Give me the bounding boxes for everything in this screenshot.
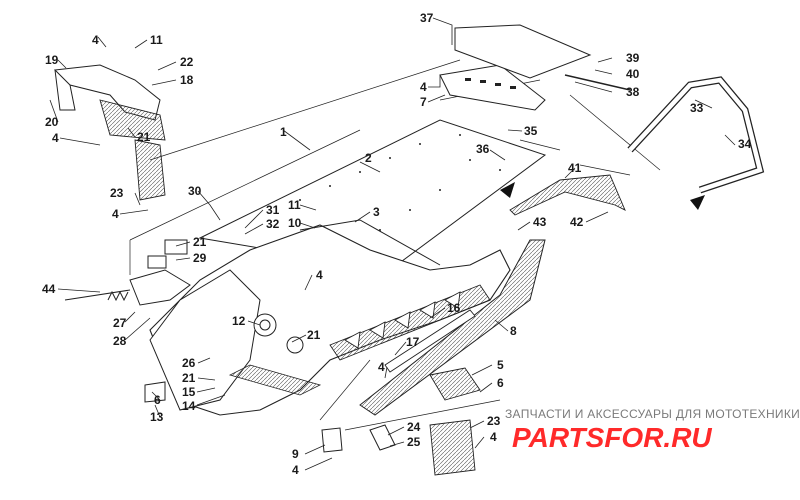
callout-21: 21 — [307, 328, 321, 342]
callout-4: 4 — [52, 131, 59, 145]
callout-16: 16 — [447, 301, 461, 315]
callout-29: 29 — [193, 251, 207, 265]
rear-bumper — [627, 76, 765, 194]
callout-6: 6 — [497, 376, 504, 390]
callout-21: 21 — [193, 235, 207, 249]
callout-4: 4 — [292, 463, 299, 477]
wedge-block — [369, 424, 396, 451]
watermark-brand: PARTSFOR.RU — [512, 422, 712, 453]
callout-4: 4 — [316, 268, 323, 282]
callout-2: 2 — [365, 151, 372, 165]
callout-33: 33 — [690, 101, 704, 115]
callout-43: 43 — [533, 215, 547, 229]
callout-11: 11 — [150, 33, 163, 47]
latch-block — [147, 239, 188, 269]
callout-12: 12 — [232, 314, 246, 328]
callout-26: 26 — [182, 356, 196, 370]
callout-4: 4 — [112, 207, 119, 221]
mount-plate-lower — [429, 419, 476, 476]
callout-32: 32 — [266, 217, 280, 231]
callout-31: 31 — [266, 203, 280, 217]
callout-leaders — [49, 17, 736, 471]
callout-30: 30 — [188, 184, 202, 198]
callout-3: 3 — [373, 205, 380, 219]
rear-flap-panel — [454, 24, 592, 79]
rear-cover-plate — [439, 64, 546, 111]
small-bracket — [144, 381, 166, 403]
callout-25: 25 — [407, 435, 421, 449]
callout-27: 27 — [113, 316, 127, 330]
callout-23: 23 — [487, 414, 501, 428]
callout-6: 6 — [154, 393, 161, 407]
callout-13: 13 — [150, 410, 164, 424]
callout-4: 4 — [92, 33, 99, 47]
callout-10: 10 — [288, 216, 302, 230]
callout-42: 42 — [570, 215, 584, 229]
front-bracket-assembly — [53, 64, 166, 141]
watermark: ЗАПЧАСТИ И АКСЕССУАРЫ ДЛЯ МОТОТЕХНИКИ PA… — [505, 407, 800, 453]
callout-44: 44 — [42, 282, 56, 296]
lower-rail-strip — [384, 309, 476, 373]
steering-post — [129, 269, 191, 306]
callout-41: 41 — [568, 161, 582, 175]
callout-37: 37 — [420, 11, 434, 25]
callout-35: 35 — [524, 124, 538, 138]
rear-bracket — [429, 367, 481, 401]
callout-4: 4 — [378, 360, 385, 374]
callout-38: 38 — [626, 85, 640, 99]
callout-36: 36 — [476, 142, 490, 156]
mount-plate-left — [134, 139, 166, 201]
callout-labels: 37 39 40 38 4 7 33 35 36 34 4 11 19 22 1… — [42, 11, 752, 477]
callout-11: 11 — [288, 198, 301, 212]
callout-17: 17 — [406, 335, 420, 349]
rear-curved-strip — [509, 174, 626, 216]
callout-15: 15 — [182, 385, 196, 399]
callout-1: 1 — [280, 125, 287, 139]
callout-18: 18 — [180, 73, 194, 87]
callout-5: 5 — [497, 358, 504, 372]
callout-40: 40 — [626, 67, 640, 81]
callout-28: 28 — [113, 334, 127, 348]
callout-23: 23 — [110, 186, 124, 200]
callout-22: 22 — [180, 55, 194, 69]
rear-rod — [564, 74, 631, 91]
callout-24: 24 — [407, 420, 421, 434]
arrow-marker-mid — [500, 182, 515, 198]
bottom-plate — [321, 427, 343, 453]
callout-9: 9 — [292, 447, 299, 461]
callout-4: 4 — [490, 430, 497, 444]
callout-7: 7 — [420, 95, 427, 109]
tunnel-top-panel — [198, 119, 547, 271]
callout-34: 34 — [738, 137, 752, 151]
callout-21: 21 — [182, 371, 196, 385]
callout-20: 20 — [45, 115, 59, 129]
callout-19: 19 — [45, 53, 59, 67]
chassis-frame — [149, 219, 511, 416]
callout-21: 21 — [137, 130, 151, 144]
callout-4: 4 — [420, 80, 427, 94]
watermark-caption: ЗАПЧАСТИ И АКСЕССУАРЫ ДЛЯ МОТОТЕХНИКИ — [505, 407, 800, 421]
callout-8: 8 — [510, 324, 517, 338]
spring-rod — [64, 289, 131, 302]
arrow-marker-rear — [690, 195, 705, 210]
slide-rail — [359, 239, 546, 416]
callout-39: 39 — [626, 51, 640, 65]
callout-14: 14 — [182, 399, 196, 413]
